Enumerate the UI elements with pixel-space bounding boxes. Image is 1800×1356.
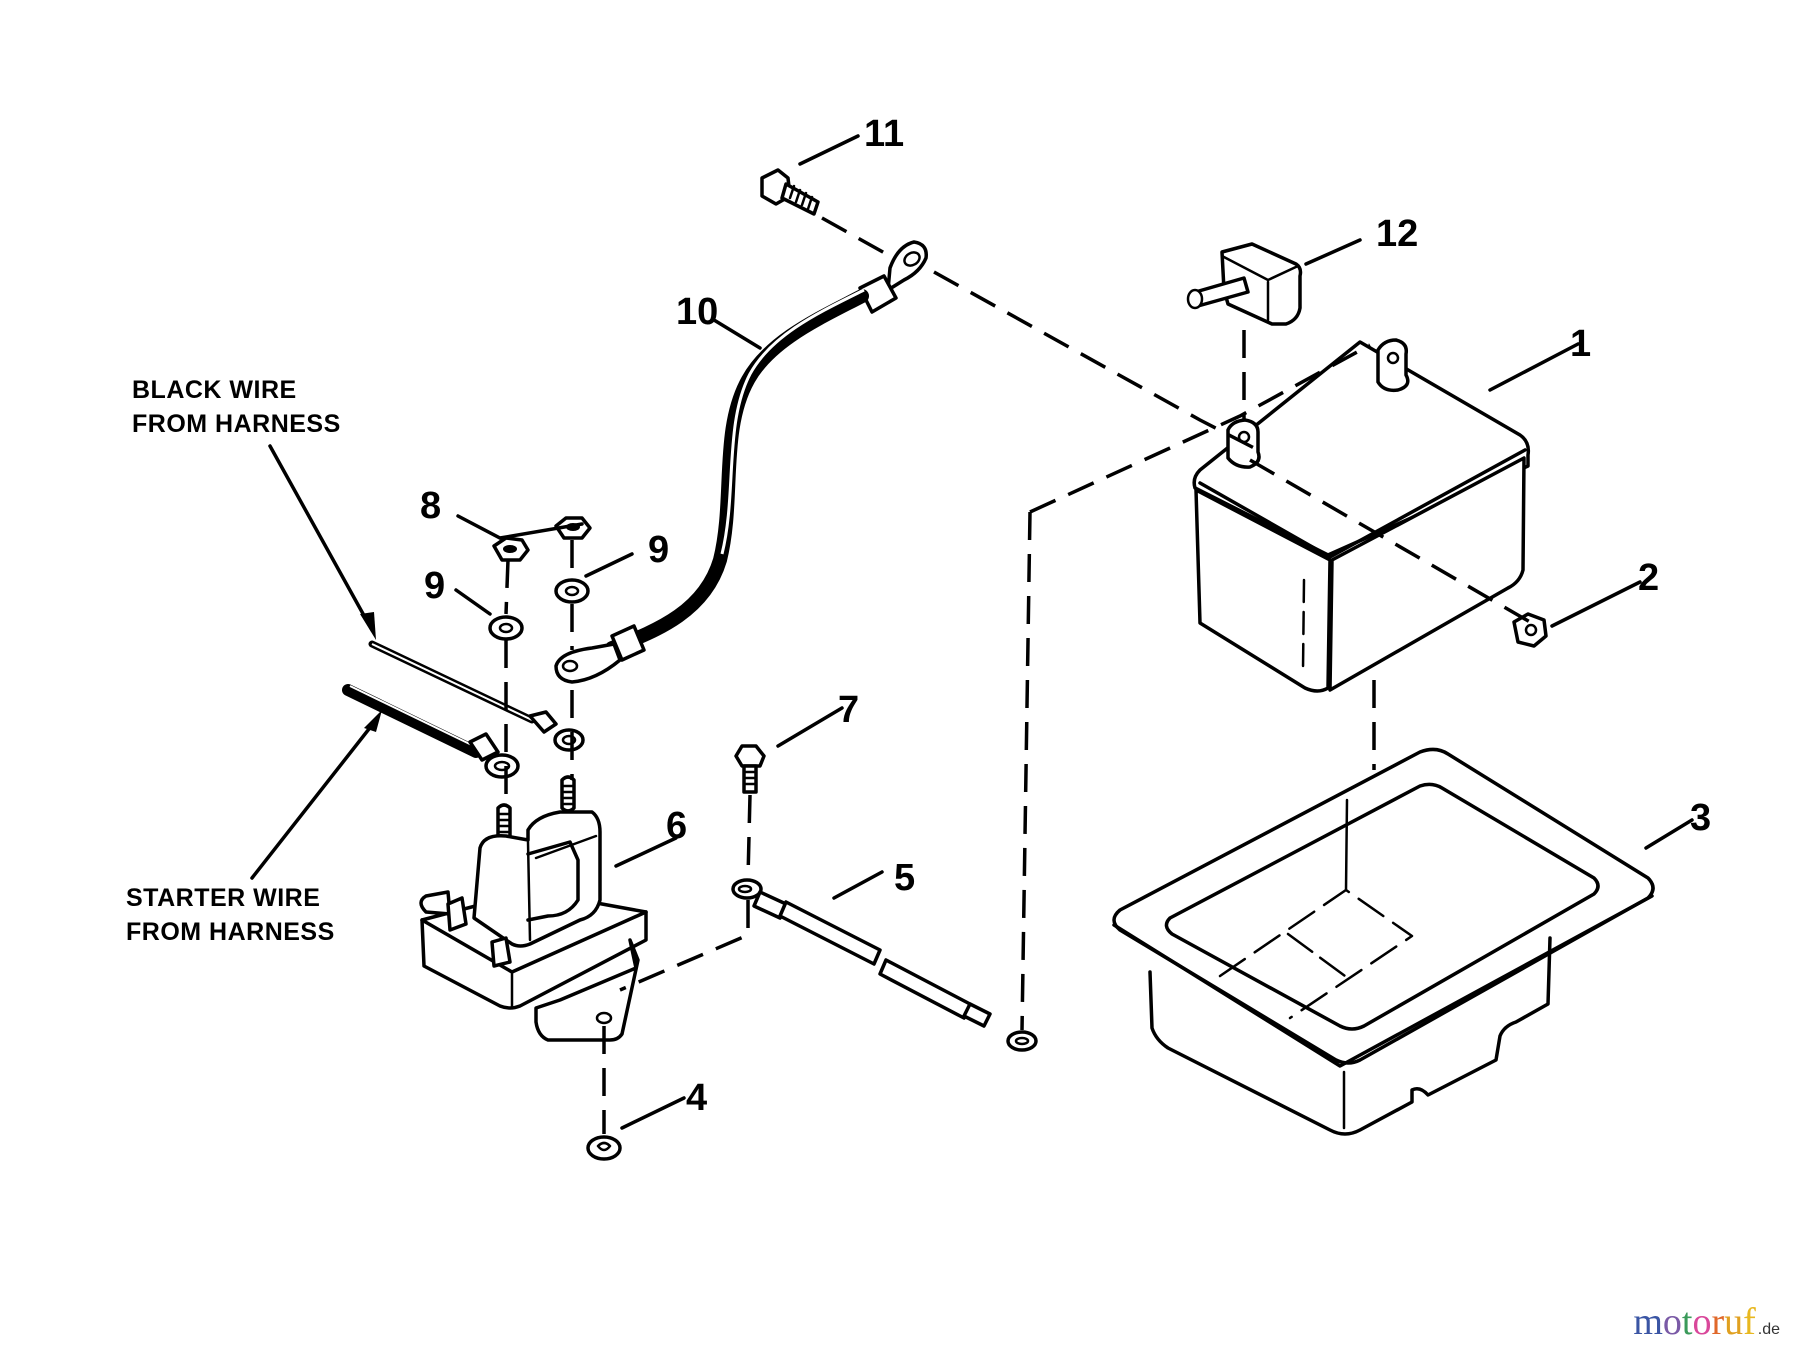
watermark-logo: motoruf.de: [1633, 1300, 1780, 1344]
battery-cable[interactable]: [554, 240, 928, 684]
callout-5: 5: [894, 857, 915, 899]
watermark-tld: .de: [1757, 1321, 1780, 1338]
lock-washer[interactable]: [554, 578, 590, 604]
callout-1: 1: [1570, 323, 1591, 365]
starter-wire: [342, 684, 520, 779]
callout-8: 8: [420, 485, 441, 527]
watermark-letter: m: [1633, 1301, 1663, 1343]
watermark-letter: f: [1743, 1301, 1756, 1343]
battery[interactable]: [1192, 338, 1531, 693]
terminal-cover[interactable]: [1186, 242, 1303, 326]
callout-4: 4: [686, 1077, 707, 1119]
callout-9a: 9: [424, 565, 445, 607]
starter-wire-label-line2: FROM HARNESS: [126, 918, 335, 946]
starter-solenoid[interactable]: [419, 775, 648, 1042]
watermark-letter: t: [1681, 1301, 1693, 1343]
watermark-letter: u: [1724, 1301, 1744, 1343]
callout-11: 11: [864, 113, 904, 155]
battery-terminal-nut[interactable]: [1512, 612, 1548, 648]
lock-washer[interactable]: [488, 615, 524, 641]
callout-3: 3: [1690, 797, 1711, 839]
callout-numbers: 1 2 3 4 5 6 7 8 9 9 10 11 12: [420, 113, 1711, 1119]
wire-notes: BLACK WIRE FROM HARNESS STARTER WIRE FRO…: [126, 376, 341, 946]
solenoid-mount-nut[interactable]: [586, 1135, 622, 1161]
starter-wire-label-line1: STARTER WIRE: [126, 884, 320, 912]
callout-7: 7: [838, 689, 859, 731]
callout-10: 10: [676, 291, 718, 333]
black-wire-label-line1: BLACK WIRE: [132, 376, 297, 404]
battery-tray[interactable]: [1112, 747, 1655, 1136]
hex-nut[interactable]: [492, 536, 530, 562]
callout-9b: 9: [648, 529, 669, 571]
ground-cable[interactable]: [731, 878, 1038, 1052]
watermark-letter: r: [1711, 1301, 1725, 1343]
terminal-hole: [1386, 351, 1400, 365]
ground-bolt[interactable]: [734, 744, 766, 794]
black-wire-label-line2: FROM HARNESS: [132, 410, 341, 438]
battery-terminal-bolt[interactable]: [760, 168, 820, 216]
assembly-lines: [504, 216, 1531, 1134]
watermark-letter: o: [1692, 1301, 1712, 1343]
watermark-letter: o: [1662, 1301, 1682, 1343]
leader-lines: [250, 134, 1694, 1130]
callout-2: 2: [1638, 557, 1659, 599]
callout-12: 12: [1376, 213, 1418, 255]
black-wire: [368, 640, 585, 752]
callout-6: 6: [666, 805, 687, 847]
